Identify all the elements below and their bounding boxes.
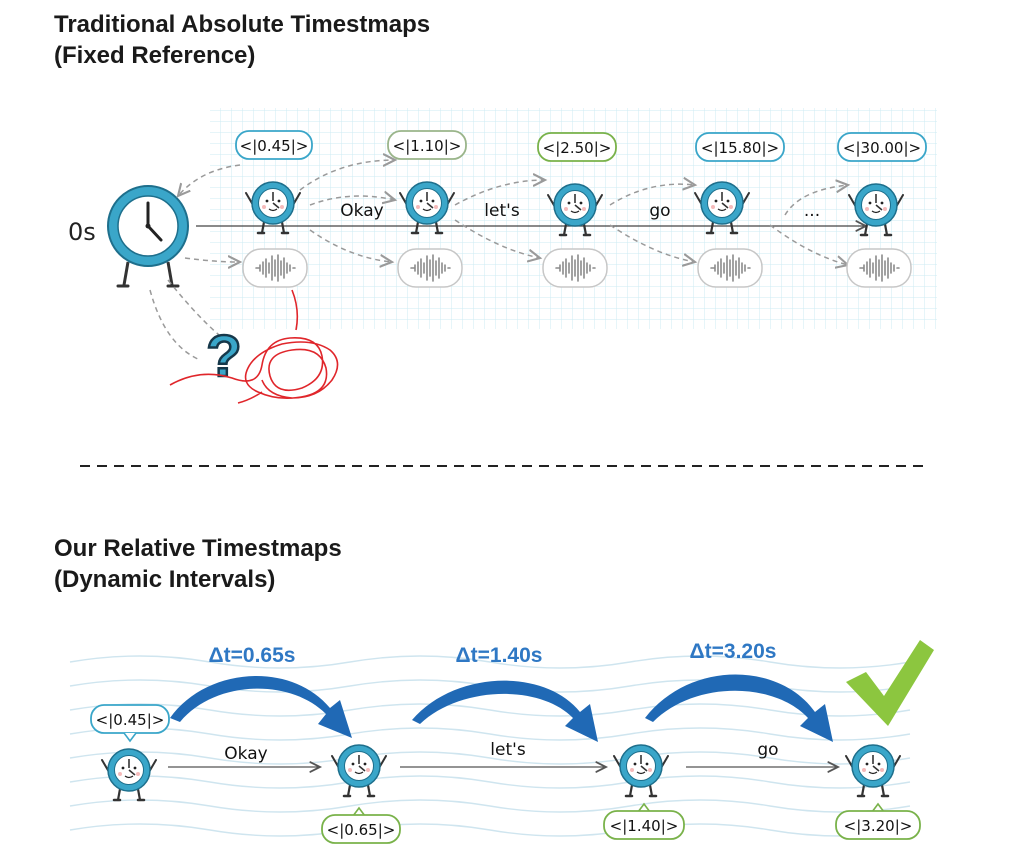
word-labels-bottom: Okay let's go (224, 740, 778, 764)
word-label: let's (490, 740, 526, 760)
curved-arrows (170, 674, 833, 742)
top-timestamp: <|0.45|> (240, 137, 309, 155)
bottom-title-line1: Our Relative Timestmaps (54, 535, 342, 562)
result-timestamp: <|3.20|> (844, 817, 913, 835)
top-title-line2: (Fixed Reference) (54, 42, 256, 69)
delta-labels: Δt=0.65s Δt=1.40s Δt=3.20s (209, 640, 777, 667)
top-timestamp: <|2.50|> (543, 139, 612, 157)
top-title: Traditional Absolute Timestmaps (Fixed R… (54, 9, 430, 71)
clock-character-icon (612, 743, 670, 798)
word-label: ... (804, 201, 820, 221)
word-label: Okay (224, 744, 267, 764)
waveform-icon (846, 248, 912, 288)
top-section: 0s <|0 (68, 108, 937, 404)
result-badges: <|0.65|> <|1.40|> <|3.20|> (321, 802, 921, 844)
top-timestamp: <|1.10|> (393, 137, 462, 155)
word-label: go (757, 740, 778, 760)
origin-label: 0s (68, 218, 96, 246)
bottom-section: Δt=0.65s Δt=1.40s Δt=3.20s Okay let's go… (69, 640, 934, 844)
checkmark-icon (846, 640, 934, 726)
timestamp-badges-top: <|0.45|> <|1.10|> <|2.50|> <|15.80|> <|3… (235, 130, 927, 162)
delta-label: Δt=1.40s (456, 644, 543, 667)
top-timestamp: <|15.80|> (701, 139, 779, 157)
curved-arrow-icon (412, 680, 598, 742)
clock-character-icon (330, 743, 388, 798)
top-timestamp: <|30.00|> (843, 139, 921, 157)
word-label: let's (484, 201, 520, 221)
delta-label: Δt=3.20s (690, 640, 777, 663)
dashed-links (149, 160, 848, 361)
waveform-icon (542, 248, 608, 288)
curved-arrow-icon (170, 675, 352, 738)
word-labels-top: Okay let's go ... (340, 201, 820, 221)
bottom-title: Our Relative Timestmaps (Dynamic Interva… (54, 533, 342, 595)
result-timestamp: <|1.40|> (610, 817, 679, 835)
word-label: Okay (340, 201, 383, 221)
waveform-icon (397, 248, 463, 288)
clock-character-icon (100, 747, 158, 802)
word-label: go (649, 201, 670, 221)
waveform-icon (697, 248, 763, 288)
curved-arrow-icon (645, 674, 833, 742)
delta-label: Δt=0.65s (209, 644, 296, 667)
waveform-icon (242, 248, 308, 288)
wave-lines-background (69, 655, 911, 837)
main-clock-icon (107, 185, 189, 288)
top-title-line1: Traditional Absolute Timestmaps (54, 11, 431, 38)
confusion-group: ? (169, 289, 339, 404)
start-badge: <|0.45|> (90, 704, 170, 743)
start-timestamp: <|0.45|> (96, 711, 165, 729)
tangled-scribble-icon (169, 289, 339, 404)
bottom-title-line2: (Dynamic Intervals) (54, 566, 276, 593)
result-timestamp: <|0.65|> (327, 821, 396, 839)
